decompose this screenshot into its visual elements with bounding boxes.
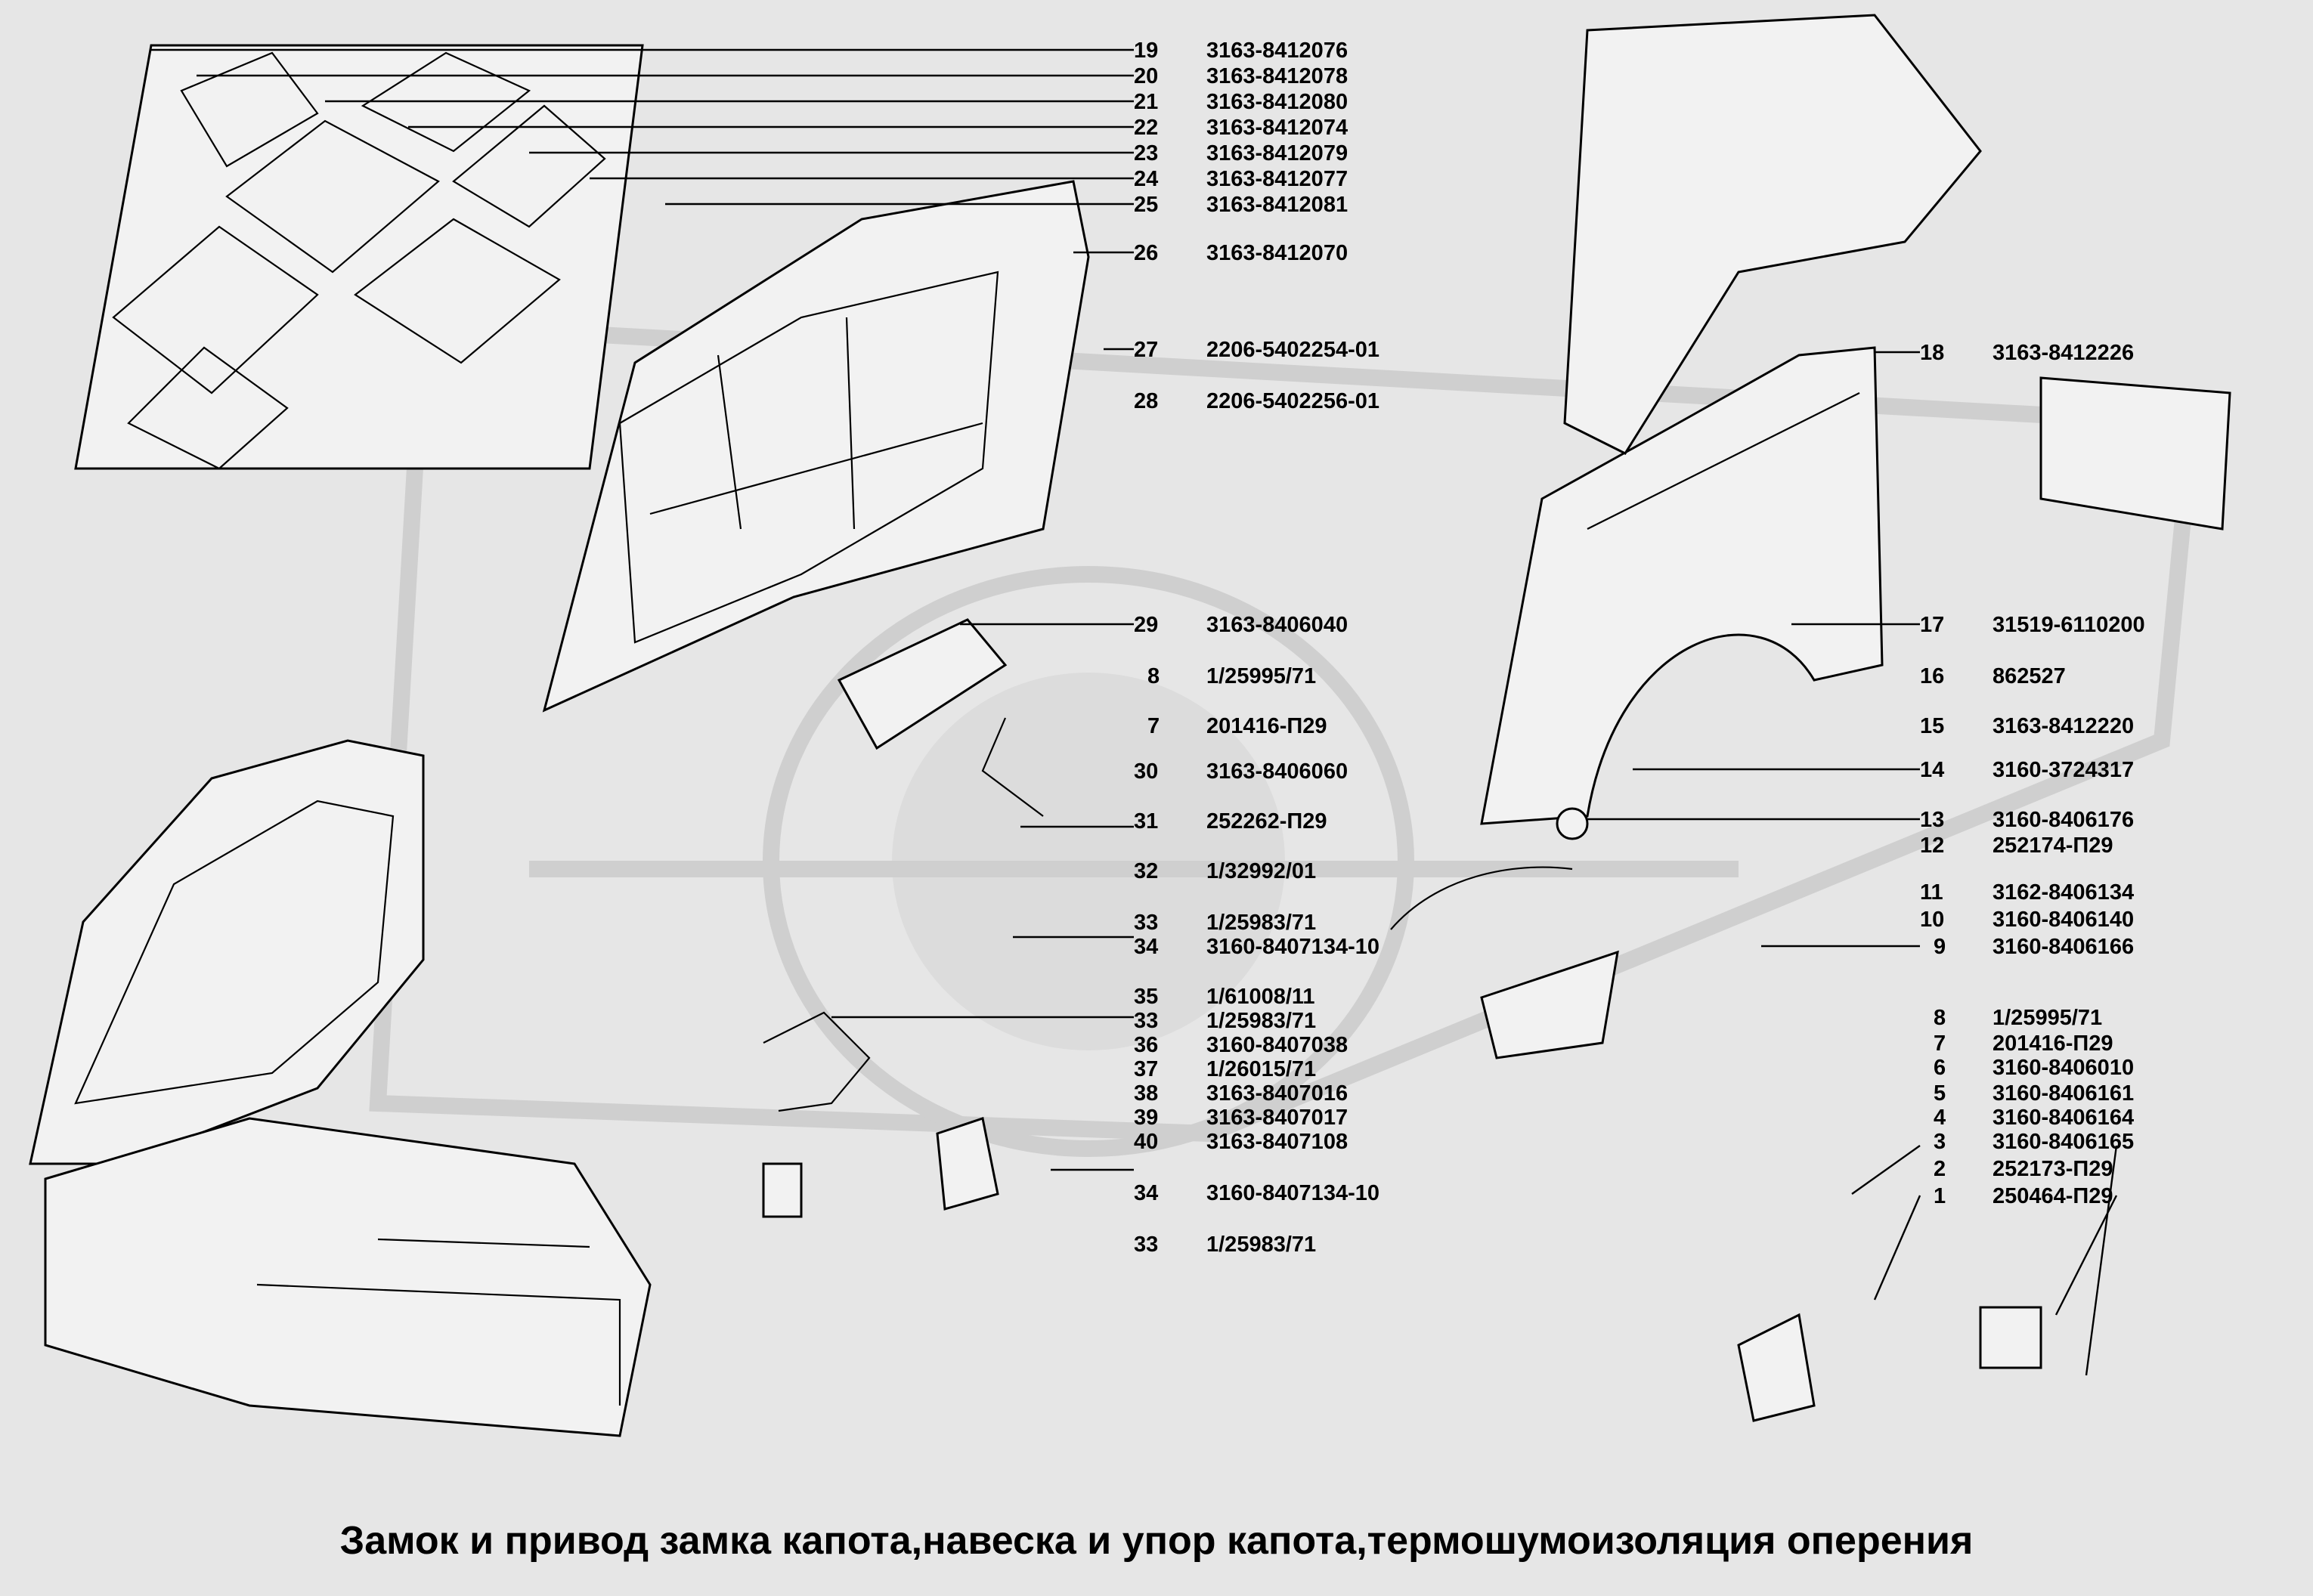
callout-part-number: 3163-8412226 — [1993, 341, 2134, 365]
callout-part-number: 201416-П29 — [1993, 1032, 2113, 1056]
callout-number: 36 — [1134, 1033, 1158, 1057]
callout-number: 5 — [1934, 1081, 1946, 1106]
callout-part-number: 3163-8406040 — [1206, 613, 1348, 637]
callout-number: 31 — [1134, 809, 1158, 834]
callout-part-number: 3162-8406134 — [1993, 880, 2134, 905]
hood-lock-parts — [762, 618, 2042, 1422]
callout-part-number: 3160-8406165 — [1993, 1130, 2134, 1154]
callout-part-number: 252174-П29 — [1993, 834, 2113, 858]
leader-lines — [151, 48, 2118, 1376]
callout-number: 27 — [1134, 338, 1158, 362]
callout-number: 34 — [1134, 935, 1158, 959]
callout-part-number: 3163-8412079 — [1206, 141, 1348, 165]
wheel-arch-liner — [1480, 14, 2231, 825]
callout-number: 10 — [1920, 908, 1944, 932]
callout-part-number: 250464-П29 — [1993, 1184, 2113, 1208]
callout-number: 12 — [1920, 834, 1944, 858]
callout-part-number: 1/26015/71 — [1206, 1057, 1316, 1081]
callout-number: 33 — [1134, 1233, 1158, 1257]
callout-part-number: 1/25995/71 — [1993, 1006, 2102, 1030]
callout-number: 8 — [1934, 1006, 1946, 1030]
callout-part-number: 1/32992/01 — [1206, 859, 1316, 883]
hood-insulation-panels — [74, 44, 644, 470]
callout-part-number: 1/25983/71 — [1206, 1009, 1316, 1033]
callout-part-number: 201416-П29 — [1206, 714, 1327, 738]
callout-number: 7 — [1147, 714, 1160, 738]
callout-part-number: 3163-8407108 — [1206, 1130, 1348, 1154]
callout-number: 14 — [1920, 758, 1944, 782]
callout-number: 9 — [1934, 935, 1946, 959]
callout-part-number: 3163-8412074 — [1206, 116, 1348, 140]
callout-number: 33 — [1134, 1009, 1158, 1033]
callout-part-number: 3160-8406164 — [1993, 1106, 2134, 1130]
callout-part-number: 3163-8407017 — [1206, 1106, 1348, 1130]
callout-part-number: 3163-8407016 — [1206, 1081, 1348, 1106]
callout-number: 25 — [1134, 193, 1158, 217]
callout-part-number: 3160-8406166 — [1993, 935, 2134, 959]
callout-part-number: 3160-8406176 — [1993, 808, 2134, 832]
callout-number: 7 — [1934, 1032, 1946, 1056]
callout-number: 26 — [1134, 241, 1158, 265]
callout-number: 19 — [1134, 39, 1158, 63]
vehicle-front-view — [29, 739, 652, 1437]
callout-number: 30 — [1134, 759, 1158, 784]
callout-part-number: 2206-5402256-01 — [1206, 389, 1379, 413]
callout-number: 29 — [1134, 613, 1158, 637]
callout-number: 35 — [1134, 985, 1158, 1009]
callout-number: 15 — [1920, 714, 1944, 738]
callout-part-number: 3160-8407134-10 — [1206, 935, 1379, 959]
callout-part-number: 862527 — [1993, 664, 2066, 688]
callout-number: 23 — [1134, 141, 1158, 165]
callout-number: 22 — [1134, 116, 1158, 140]
callout-number: 13 — [1920, 808, 1944, 832]
callout-part-number: 3163-8412220 — [1993, 714, 2134, 738]
callout-part-number: 1/25983/71 — [1206, 911, 1316, 935]
callout-number: 11 — [1920, 880, 1943, 905]
callout-part-number: 3163-8406060 — [1206, 759, 1348, 784]
callout-number: 16 — [1920, 664, 1944, 688]
callout-number: 38 — [1134, 1081, 1158, 1106]
callout-part-number: 1/25995/71 — [1206, 664, 1316, 688]
callout-number: 24 — [1134, 167, 1158, 191]
callout-part-number: 3163-8412080 — [1206, 90, 1348, 114]
callout-part-number: 3160-8407134-10 — [1206, 1181, 1379, 1205]
callout-part-number: 3163-8412081 — [1206, 193, 1348, 217]
callout-part-number: 3163-8412077 — [1206, 167, 1348, 191]
callout-number: 39 — [1134, 1106, 1158, 1130]
callout-number: 1 — [1934, 1184, 1946, 1208]
callout-number: 8 — [1147, 664, 1160, 688]
callout-number: 33 — [1134, 911, 1158, 935]
callout-part-number: 31519-6110200 — [1993, 613, 2145, 637]
callout-number: 6 — [1934, 1056, 1946, 1080]
callout-part-number: 3163-8412076 — [1206, 39, 1348, 63]
callout-part-number: 3160-8407038 — [1206, 1033, 1348, 1057]
callout-part-number: 3160-3724317 — [1993, 758, 2134, 782]
callout-number: 3 — [1934, 1130, 1946, 1154]
callout-part-number: 1/25983/71 — [1206, 1233, 1316, 1257]
callout-number: 32 — [1134, 859, 1158, 883]
callout-part-number: 3160-8406161 — [1993, 1081, 2134, 1106]
callout-part-number: 2206-5402254-01 — [1206, 338, 1379, 362]
callout-number: 34 — [1134, 1181, 1158, 1205]
callout-number: 21 — [1134, 90, 1158, 114]
callout-number: 28 — [1134, 389, 1158, 413]
callout-part-number: 1/61008/11 — [1206, 985, 1315, 1009]
diagram-title: Замок и привод замка капота,навеска и уп… — [340, 1519, 1974, 1563]
callout-part-number: 3160-8406010 — [1993, 1056, 2134, 1080]
callout-part-number: 3163-8412078 — [1206, 64, 1348, 88]
callout-number: 2 — [1934, 1157, 1946, 1181]
callout-part-number: 3160-8406140 — [1993, 908, 2134, 932]
callout-part-number: 3163-8412070 — [1206, 241, 1348, 265]
callout-number: 4 — [1934, 1106, 1946, 1130]
callout-part-number: 252173-П29 — [1993, 1157, 2113, 1181]
callout-number: 18 — [1920, 341, 1944, 365]
callout-number: 40 — [1134, 1130, 1158, 1154]
hood-panel-open — [542, 180, 1090, 713]
callout-number: 17 — [1920, 613, 1944, 637]
callout-number: 37 — [1134, 1057, 1158, 1081]
callout-number: 20 — [1134, 64, 1158, 88]
callout-part-number: 252262-П29 — [1206, 809, 1327, 834]
